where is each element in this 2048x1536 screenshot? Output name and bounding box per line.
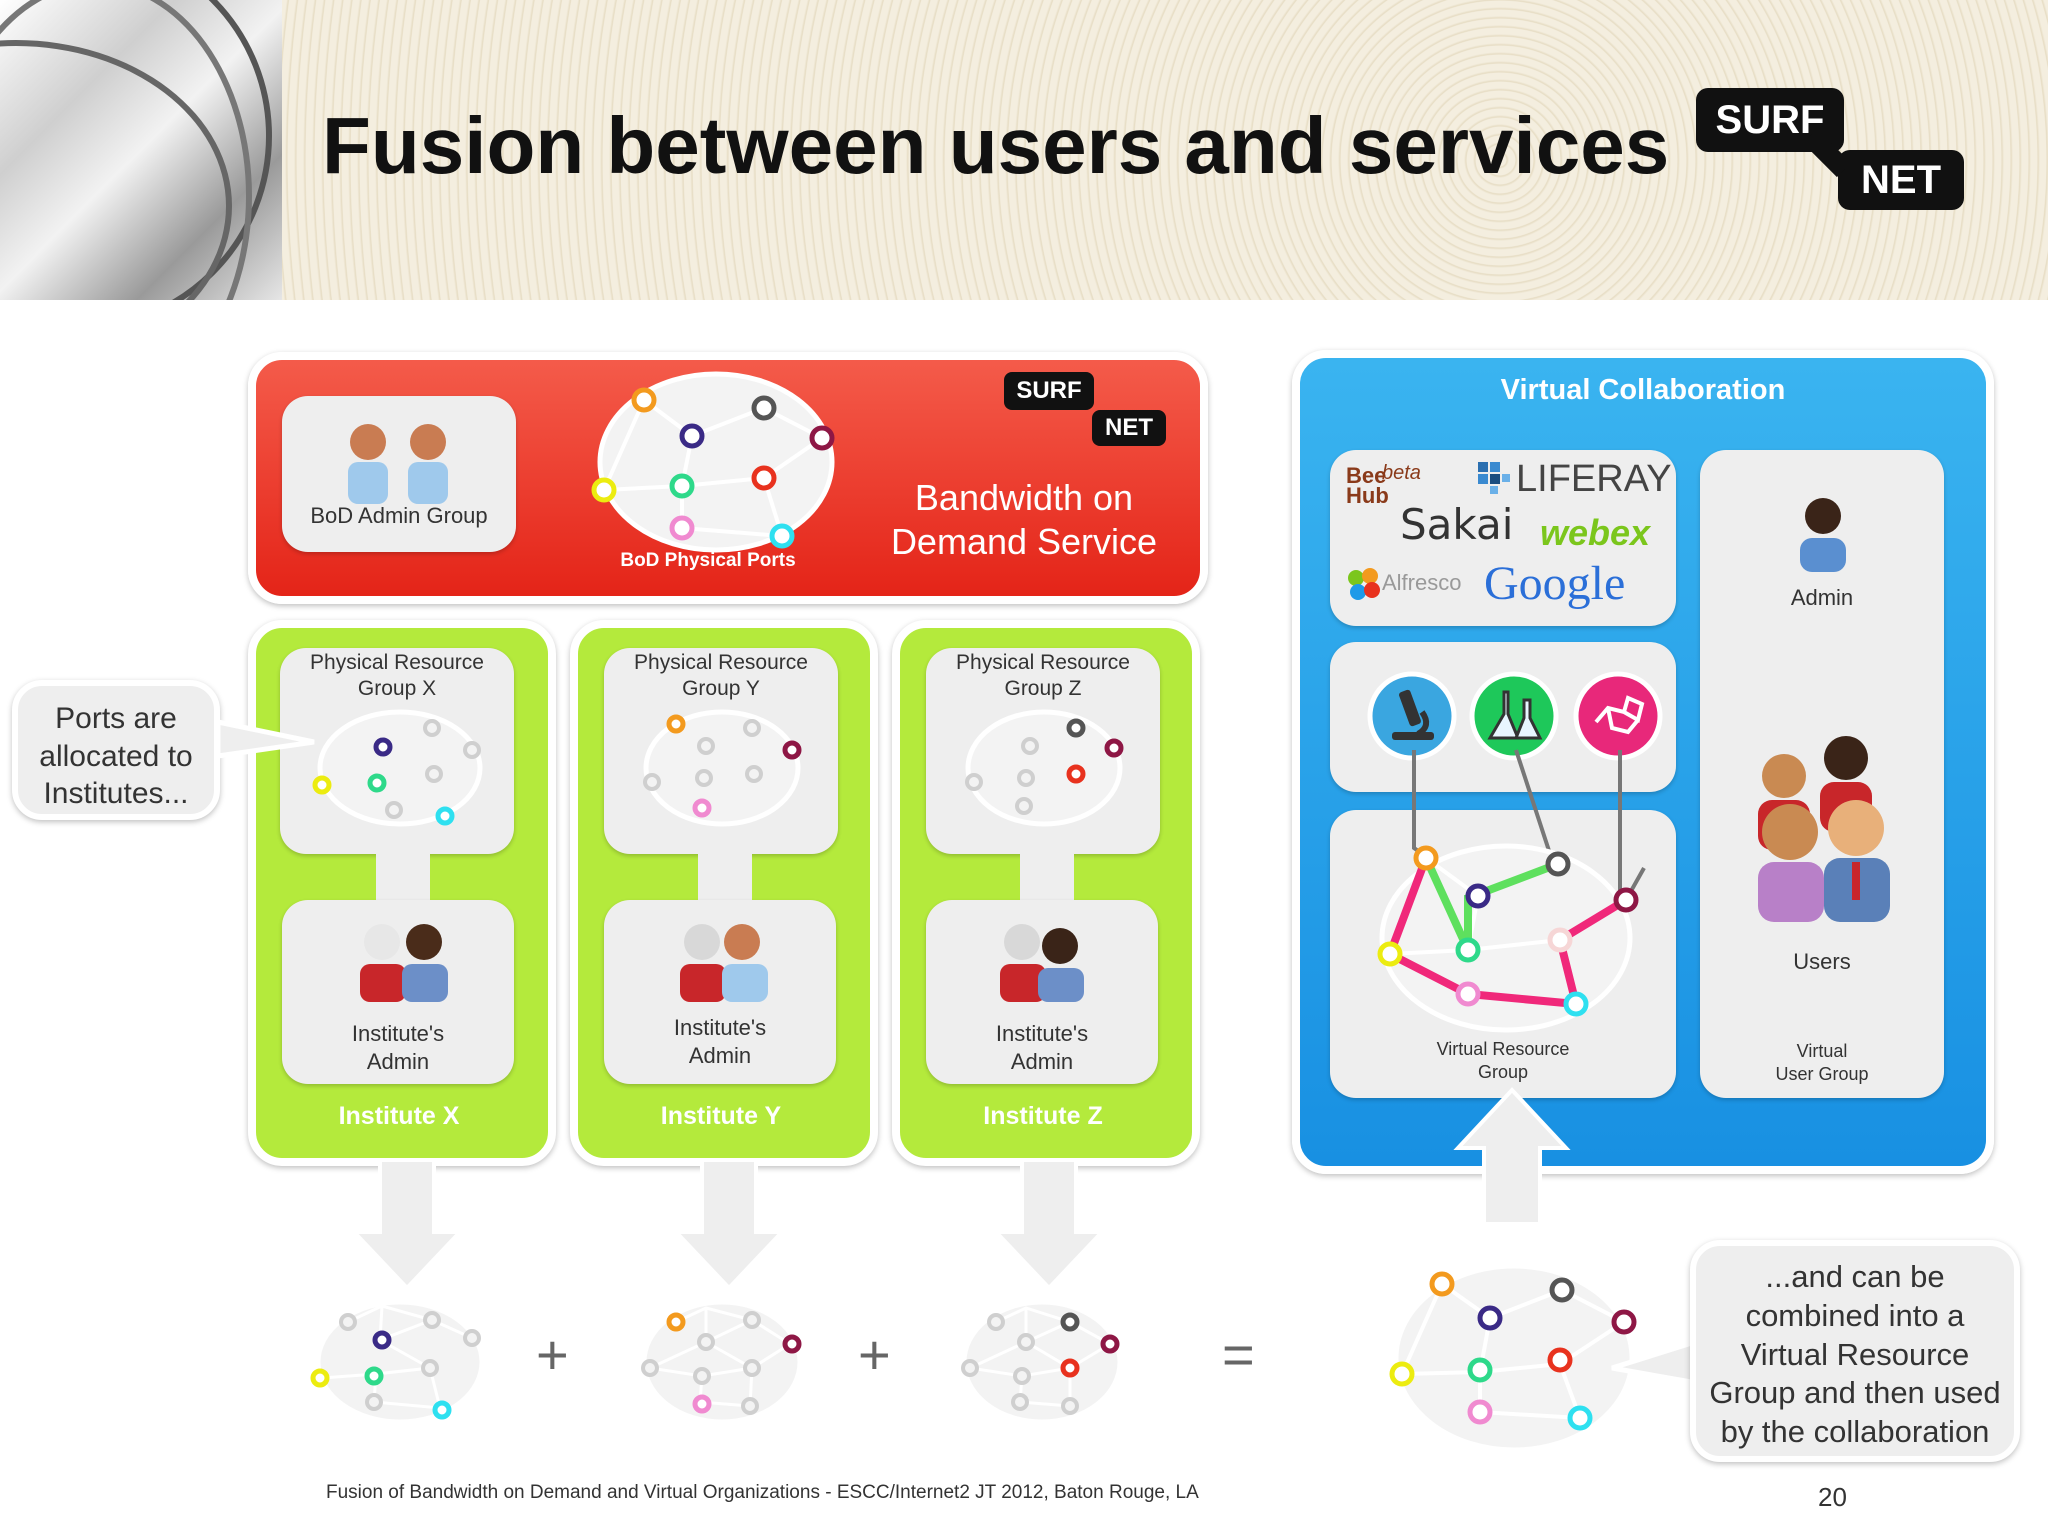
resource-group-x-line1: Physical Resource [310,651,484,674]
virtual-user-group-line2: User Group [1775,1063,1869,1084]
institute-admin-z-icon [1000,924,1084,1002]
bod-service-line1: Bandwidth on [914,477,1134,518]
institute-admin-z-line2: Admin [1010,1048,1074,1074]
institute-admin-y-label: Institute's Admin [604,1014,836,1069]
institute-admin-y-icon [680,924,768,1002]
resource-group-z-network [965,709,1124,827]
virtual-user-group-line1: Virtual [1796,1041,1848,1061]
down-arrow-y [671,1158,787,1291]
resource-group-z-line1: Physical Resource [956,651,1130,674]
resource-group-x-label: Physical Resource Group X [280,650,514,703]
resource-group-y-label: Physical Resource Group Y [604,650,838,703]
callout-combined: ...and can be combined into a Virtual Re… [1690,1240,2020,1462]
bod-service-label: Bandwidth on Demand Service [862,476,1186,564]
institute-x-name: Institute X [338,1102,460,1130]
callout-ports-allocated: Ports are allocated to Institutes... [12,680,220,820]
admin-label: Admin [1790,585,1854,610]
institute-admin-x-line2: Admin [366,1048,430,1074]
resource-group-x-line2: Group X [357,677,437,701]
resource-group-y-network [643,709,802,827]
connector-x [376,840,430,900]
admin-person-icon [1800,498,1846,572]
equals-sign: = [1222,1323,1255,1386]
bod-ports-network [591,371,835,553]
connector-y [698,840,752,900]
sum-network-x [310,1299,485,1425]
virtual-resource-network [1377,843,1646,1033]
institute-admin-y-line1: Institute's [673,1015,767,1040]
bod-admin-box [282,396,516,552]
institute-admin-y-line2: Admin [688,1042,752,1068]
plus-sign-1: + [536,1323,569,1386]
google-logo: Google [1484,557,1626,610]
institute-admin-x-line1: Institute's [351,1021,445,1046]
users-label: Users [1793,949,1851,974]
institute-admin-x-icon [360,924,448,1002]
virtual-resource-group-label: Virtual Resource Group [1330,1038,1676,1083]
resource-group-y-line1: Physical Resource [634,651,808,674]
resource-group-z-line2: Group Z [1004,677,1082,701]
slide-title: Fusion between users and services [322,101,1670,190]
microscope-icon [1367,671,1457,761]
down-arrow-z [991,1158,1107,1291]
callout-left-line3: Institutes... [43,777,189,810]
logo-connector [1802,128,1852,178]
down-arrow-x [349,1158,465,1291]
combined-network [1389,1263,1637,1453]
slide-footer: Fusion of Bandwidth on Demand and Virtua… [326,1482,1199,1503]
connector-z [1020,840,1074,900]
callout-left-pointer [215,718,315,759]
callout-left-line1: Ports are [55,702,177,735]
resource-group-x-network [312,709,483,827]
resource-group-y-line2: Group Y [682,677,760,701]
sum-network-y [641,1299,803,1425]
virtual-user-group-label: Virtual User Group [1700,1040,1944,1085]
alfresco-logo: Alfresco [1382,570,1462,595]
bod-ports-label: BoD Physical Ports [620,550,796,571]
logo-bottom: NET [1838,150,1964,210]
alfresco-icon [1348,568,1380,600]
callout-right-line1: ...and can be [1765,1259,1945,1294]
virtual-collaboration-title: Virtual Collaboration [1500,374,1786,406]
plus-sign-2: + [858,1323,891,1386]
callout-left-line2: allocated to [39,739,193,773]
users-group-icon [1758,736,1890,922]
bod-service-line2: Demand Service [890,520,1158,562]
bod-logo-bottom: NET [1092,410,1166,446]
up-arrow [1453,1087,1571,1226]
sakai-logo: Sakai [1400,500,1514,549]
virtual-resource-group-line2: Group [1477,1061,1529,1082]
institute-admin-z-label: Institute's Admin [926,1020,1158,1075]
institute-z-name: Institute Z [983,1102,1103,1130]
liferay-icon [1476,460,1512,496]
admin-people-icon [348,424,448,504]
bod-admin-label: BoD Admin Group [310,503,488,528]
virtual-resource-group-line1: Virtual Resource [1436,1039,1570,1059]
logo-top: SURF [1696,88,1844,152]
flask-icon [1469,671,1559,761]
callout-right-line2: combined into a [1745,1297,1965,1333]
resource-group-z-label: Physical Resource Group Z [926,650,1160,703]
callout-right-line4: Group and then used [1709,1375,2001,1411]
institute-admin-z-line1: Institute's [995,1021,1089,1046]
beehub-beta: beta [1382,462,1421,484]
architecture-photo [0,0,282,300]
callout-right-line5: by the collaboration [1720,1414,1990,1449]
page-number: 20 [1818,1482,1847,1512]
webex-logo: webex [1540,512,1651,553]
sum-network-z [961,1299,1123,1425]
bod-logo-top: SURF [1004,372,1094,410]
liferay-logo: LIFERAY [1516,458,1672,500]
institute-y-name: Institute Y [660,1102,782,1130]
institute-admin-x-label: Institute's Admin [282,1020,514,1075]
callout-right-line3: Virtual Resource [1740,1336,1970,1372]
beehub-logo: Bee Hub [1346,463,1389,508]
